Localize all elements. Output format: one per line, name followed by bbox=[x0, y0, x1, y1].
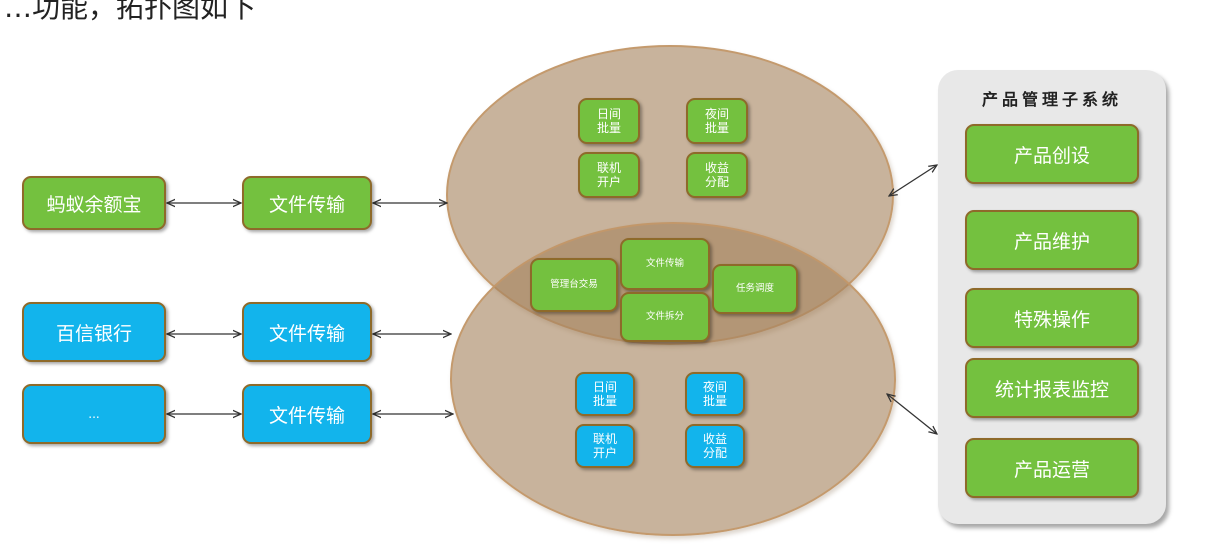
file-transfer-box-row2: 文件传输 bbox=[242, 302, 372, 362]
top-item-night-batch: 夜间 批量 bbox=[686, 98, 748, 144]
file-transfer-box-row1: 文件传输 bbox=[242, 176, 372, 230]
bottom-item-income-distribution: 收益 分配 bbox=[685, 424, 745, 468]
arrow-top-panel bbox=[889, 165, 937, 196]
shared-task-schedule: 任务调度 bbox=[712, 264, 798, 314]
product-item-maintain: 产品维护 bbox=[965, 210, 1139, 270]
product-item-create: 产品创设 bbox=[965, 124, 1139, 184]
file-transfer-box-row3: 文件传输 bbox=[242, 384, 372, 444]
bottom-item-night-batch: 夜间 批量 bbox=[685, 372, 745, 416]
product-item-report-monitor: 统计报表监控 bbox=[965, 358, 1139, 418]
source-box-baixin-bank: 百信银行 bbox=[22, 302, 166, 362]
shared-file-split: 文件拆分 bbox=[620, 292, 710, 342]
product-item-special-ops: 特殊操作 bbox=[965, 288, 1139, 348]
product-item-operations: 产品运营 bbox=[965, 438, 1139, 498]
source-box-ant-yuebao: 蚂蚁余额宝 bbox=[22, 176, 166, 230]
top-item-online-account: 联机 开户 bbox=[578, 152, 640, 198]
arrow-bottom-panel bbox=[887, 394, 937, 434]
product-panel-title: 产品管理子系统 bbox=[981, 90, 1122, 109]
top-item-income-distribution: 收益 分配 bbox=[686, 152, 748, 198]
caption-text: …功能，拓扑图如下 bbox=[4, 0, 257, 24]
shared-file-transfer: 文件传输 bbox=[620, 238, 710, 290]
bottom-item-online-account: 联机 开户 bbox=[575, 424, 635, 468]
top-item-day-batch: 日间 批量 bbox=[578, 98, 640, 144]
shared-admin-trade: 管理台交易 bbox=[530, 258, 618, 312]
source-box-more: ... bbox=[22, 384, 166, 444]
bottom-item-day-batch: 日间 批量 bbox=[575, 372, 635, 416]
